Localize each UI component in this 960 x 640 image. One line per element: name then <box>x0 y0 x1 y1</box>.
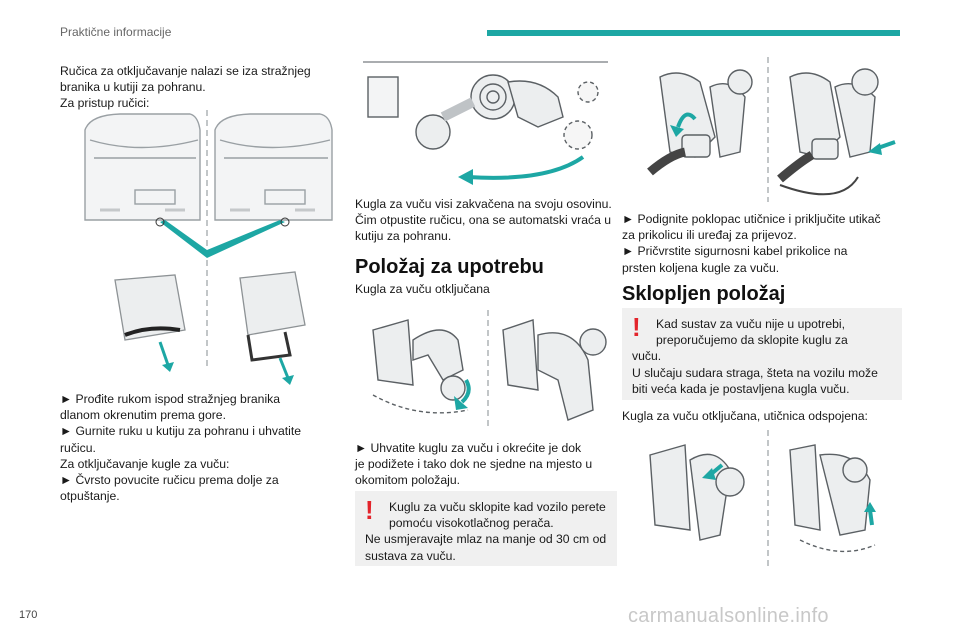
text-line: Kugla za vuču visi zakvačena na svoju os… <box>355 197 612 211</box>
text-line: Ne usmjeravajte mlaz na manje od 30 cm o… <box>365 532 607 547</box>
col1-intro: Ručica za otključavanje nalazi se iza st… <box>60 63 340 112</box>
socket-connection-figure <box>640 57 900 202</box>
text-line: ► Podignite poklopac utičnice i priključ… <box>622 212 881 226</box>
text-line: preporučujemo da sklopite kuglu za <box>656 333 848 348</box>
warning-icon: ! <box>632 312 641 342</box>
text-line: ► Čvrsto povucite ručicu prema dolje za <box>60 473 279 488</box>
text-line: za prikolicu ili uređaj za prijevoz. <box>622 228 797 243</box>
tow-ball-rotation-figure <box>358 310 618 430</box>
text-line: prsten koljena kugle za vuču. <box>622 260 780 275</box>
page-section-title: Praktične informacije <box>60 25 172 39</box>
text-line: ručicu. <box>60 440 96 455</box>
col3-steps: ► Podignite poklopac utičnice i priključ… <box>622 211 907 276</box>
text-line: vuču. <box>632 349 662 364</box>
col2-intro: Kugla za vuču visi zakvačena na svoju os… <box>355 196 623 245</box>
text-line: Kugla za vuču otključana, utičnica odspo… <box>622 409 868 423</box>
warning-icon: ! <box>365 495 374 525</box>
text-line: dlanom okrenutim prema gore. <box>60 408 226 423</box>
text-line: otpuštanje. <box>60 489 120 504</box>
text-line: Kad sustav za vuču nije u upotrebi, <box>656 317 846 331</box>
heading-folded-position: Sklopljen položaj <box>622 283 786 305</box>
warning-box-folded: ! Kad sustav za vuču nije u upotrebi, pr… <box>622 308 902 400</box>
text-line: Čim otpustite ručicu, ona se automatski … <box>355 213 612 228</box>
text-line: ► Uhvatite kuglu za vuču i okrećite je d… <box>355 441 582 455</box>
col2-subtitle: Kugla za vuču otključana <box>355 281 623 297</box>
tow-ball-hanging-figure <box>358 57 608 187</box>
text-line: Za pristup ručici: <box>60 96 150 111</box>
col2-steps: ► Uhvatite kuglu za vuču i okrećite je d… <box>355 440 623 489</box>
text-line: Ručica za otključavanje nalazi se iza st… <box>60 64 311 78</box>
text-line: kutiju za pohranu. <box>355 229 452 244</box>
tow-ball-folding-figure <box>640 430 900 570</box>
warning-box-washing: ! Kuglu za vuču sklopite kad vozilo pere… <box>355 491 617 566</box>
text-line: ► Prođite rukom ispod stražnjeg branika <box>60 392 281 406</box>
header-accent-bar <box>487 30 900 36</box>
bumper-access-figure <box>80 110 340 390</box>
col1-steps: ► Prođite rukom ispod stražnjeg branika … <box>60 391 340 504</box>
text-line: U slučaju sudara straga, šteta na vozilu… <box>632 365 878 380</box>
page-number: 170 <box>19 609 38 621</box>
watermark-text: carmanualsonline.info <box>628 605 829 627</box>
text-line: pomoću visokotlačnog perača. <box>389 516 554 531</box>
col3-subtitle: Kugla za vuču otključana, utičnica odspo… <box>622 408 907 424</box>
text-line: sustava za vuču. <box>365 548 456 563</box>
text-line: Kugla za vuču otključana <box>355 282 490 296</box>
text-line: biti veća kada je postavljena kugla vuču… <box>632 381 850 396</box>
text-line: Za otključavanje kugle za vuču: <box>60 456 230 471</box>
text-line: okomitom položaju. <box>355 473 460 488</box>
text-line: ► Pričvrstite sigurnosni kabel prikolice… <box>622 244 848 259</box>
text-line: je podižete i tako dok ne sjedne na mjes… <box>355 457 593 472</box>
heading-usage-position: Položaj za upotrebu <box>355 256 544 278</box>
text-line: Kuglu za vuču sklopite kad vozilo perete <box>389 500 606 514</box>
text-line: branika u kutiji za pohranu. <box>60 80 206 95</box>
text-line: ► Gurnite ruku u kutiju za pohranu i uhv… <box>60 424 302 439</box>
